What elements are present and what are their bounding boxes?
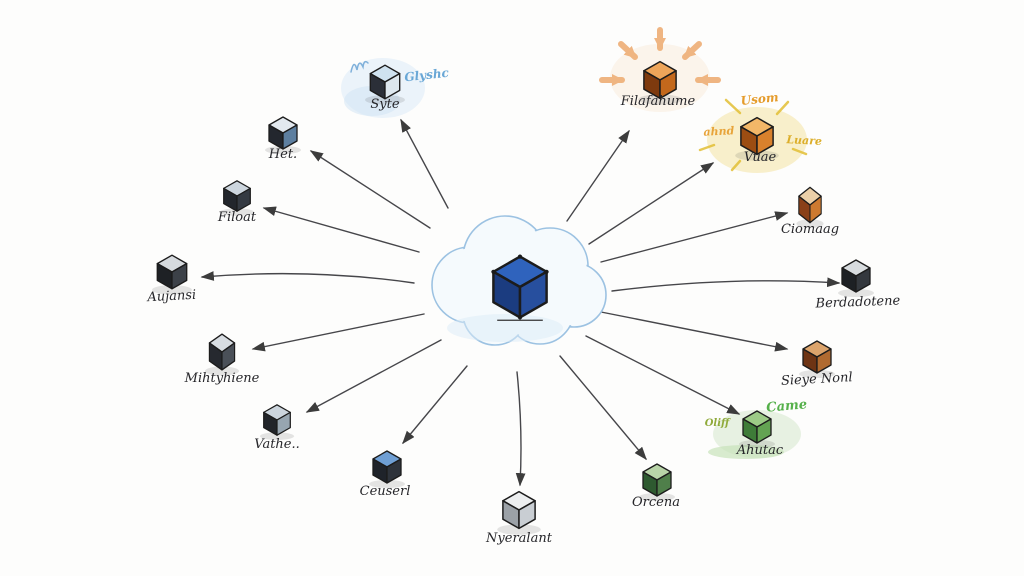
spokes [200,118,841,487]
node-ceuserl [369,450,405,488]
annotation-ahnd: ahnd [703,124,735,139]
spoke-berdadotene [611,277,841,292]
label-filoat: Filoat [217,210,257,225]
label-ciomaag: Ciomaag [781,222,839,237]
spoke-aujansi [200,271,415,284]
label-syte: Syte [370,97,399,112]
spoke-filoat [262,206,420,253]
node-het [265,116,301,154]
spoke-syte [400,118,449,209]
spoke-ahutac [585,335,741,415]
annotation-usom: Usom [740,90,779,108]
node-berdadotene [838,259,874,297]
annotation-oliff: Oliff [705,418,731,429]
annotation-came: Came [766,397,808,415]
node-filafahume [638,60,682,105]
node-ciomaag [796,186,824,229]
node-orcena [639,463,675,501]
node-vathe [259,404,295,440]
label-berdadotene: Berdadotene [814,294,900,312]
node-syte [365,64,405,105]
label-sieyenonl: Sieye Nonl [781,370,853,389]
spoke-nyeralant [515,371,526,487]
spoke-sieyenonl [600,311,789,352]
inward-arrows-filafahume [599,27,721,86]
label-orcena: Orcena [632,495,680,510]
pencil-scribble-icon [350,60,369,73]
label-filafahume: Filafahume [620,94,696,109]
node-filoat [219,180,255,216]
sunburst-rays-vuae [698,98,808,172]
spoke-ciomaag [600,211,789,263]
node-mihtyhiene [204,333,240,376]
center-cube-icon [491,254,549,321]
node-nyeralant [497,490,541,535]
spoke-vathe [305,339,442,413]
spoke-mihtyhiene [251,313,425,352]
wash-green-swoosh [708,445,784,459]
label-vathe: Vathe.. [254,437,300,452]
label-ahutac: Ahutac [736,443,784,458]
label-het: Het. [268,147,297,162]
label-vuae: Vuae [744,150,777,165]
label-aujansi: Aujansi [146,288,196,306]
spoke-vuae [588,162,715,245]
label-ceuserl: Ceuserl [360,484,411,499]
spoke-het [309,150,431,229]
label-nyeralant: Nyeralant [485,531,553,546]
annotation-glyshc: Glyshc [404,66,450,85]
spoke-orcena [559,355,647,461]
spoke-filafahume [566,129,630,222]
node-sieyenonl [799,340,835,378]
node-vuae [735,116,779,161]
label-mihtyhiene: Mihtyhiene [184,371,260,386]
annotation-luare: Luare [785,133,822,148]
node-ahutac [739,410,775,448]
node-aujansi [152,254,192,295]
spoke-ceuserl [402,365,468,445]
